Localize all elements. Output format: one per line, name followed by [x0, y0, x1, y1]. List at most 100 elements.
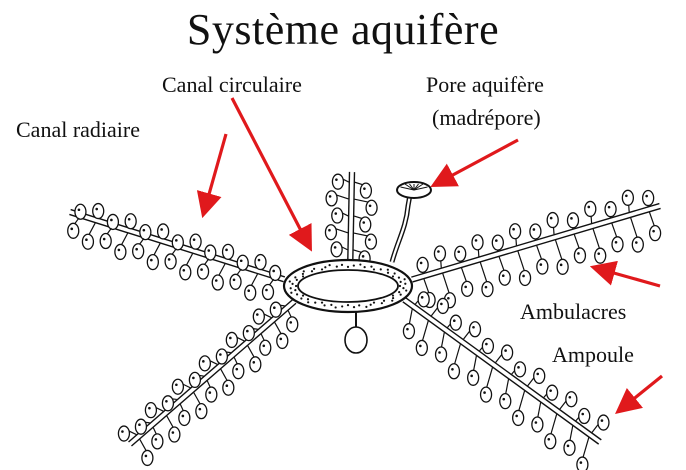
bulb-shade — [70, 228, 73, 231]
bulb-shade — [145, 455, 148, 458]
bulb-shade — [475, 239, 478, 242]
ampulla-bulb — [262, 285, 273, 300]
bulb-shade — [192, 377, 195, 380]
ampulla-bulb — [253, 309, 264, 324]
bulb-shade — [258, 259, 261, 262]
ampulla-bulb — [145, 403, 156, 418]
bulb-shade — [182, 415, 185, 418]
ring-stipple — [370, 266, 372, 268]
bulb-shade — [495, 239, 498, 242]
ampulla-bulb — [365, 234, 376, 249]
ring-stipple — [365, 306, 367, 308]
bulb-shade — [470, 375, 473, 378]
ampulla-bulb — [566, 392, 577, 407]
ring-stipple — [302, 294, 304, 296]
arrow-ambulacres — [596, 268, 660, 286]
bulb-shade — [447, 297, 450, 300]
radial-canal-upper-right — [411, 190, 660, 307]
ampulla-bulb — [436, 347, 447, 362]
tube-foot — [550, 414, 556, 436]
ampulla-bulb — [162, 396, 173, 411]
ring-stipple — [341, 264, 343, 266]
ring-stipple — [302, 273, 304, 275]
ampulla-bulb — [579, 409, 590, 424]
ampulla-bulb — [135, 419, 146, 434]
ampulla-bulb — [216, 349, 227, 364]
ring-stipple — [400, 294, 402, 296]
bulb-shade — [334, 212, 337, 215]
radial-canal-upper-left — [68, 204, 285, 301]
ampulla-bulb — [482, 282, 493, 297]
bulb-shade — [182, 269, 185, 272]
ring-stipple — [302, 275, 304, 277]
ampulla-bulb — [165, 254, 176, 269]
ring-stipple — [296, 279, 298, 281]
ampulla-bulb — [650, 226, 661, 241]
ring-stipple — [321, 268, 323, 270]
ring-stipple — [294, 276, 296, 278]
ampulla-bulb — [270, 265, 281, 280]
bulb-shade — [334, 246, 337, 249]
bulb-shade — [362, 221, 365, 224]
bulb-shade — [143, 229, 146, 232]
bulb-shade — [121, 430, 124, 433]
ampulla-bulb — [595, 248, 606, 263]
bulb-shade — [78, 208, 81, 211]
tube-foot — [631, 218, 638, 240]
bulb-shade — [135, 248, 138, 251]
ampulla-bulb — [437, 298, 448, 313]
bulb-shade — [625, 194, 628, 197]
ring-stipple — [358, 304, 360, 306]
ampulla-bulb — [513, 410, 524, 425]
ring-stipple — [394, 272, 396, 274]
ampulla-bulb — [169, 427, 180, 442]
bulb-shade — [485, 286, 488, 289]
ampulla-bulb — [118, 426, 129, 441]
bulb-shade — [464, 286, 467, 289]
bulb-shade — [437, 250, 440, 253]
pointer-arrows — [204, 98, 662, 410]
ampulla-bulb — [133, 244, 144, 259]
bulb-shade — [118, 249, 121, 252]
ring-stipple — [289, 280, 291, 282]
ring-stipple — [373, 268, 375, 270]
ampulla-bulb — [198, 264, 209, 279]
ampulla-bulb — [574, 248, 585, 263]
tube-foot — [556, 240, 563, 262]
bulb-shade — [549, 389, 552, 392]
bulb-shade — [406, 328, 409, 331]
ampulla-bulb — [537, 259, 548, 274]
ring-stipple — [364, 266, 366, 268]
ampulla-bulb — [75, 204, 86, 219]
ampulla-bulb — [468, 370, 479, 385]
bulb-shade — [567, 445, 570, 448]
ampulla-bulb — [205, 245, 216, 260]
bulb-shade — [200, 268, 203, 271]
bulb-shade — [420, 262, 423, 265]
ring-stipple — [402, 287, 404, 289]
arrow-ampoule — [620, 376, 662, 410]
ampulla-bulb — [530, 224, 541, 239]
arrow-pore-aquifere — [436, 140, 518, 184]
ring-stipple — [370, 304, 372, 306]
bulb-shade — [483, 391, 486, 394]
radial-canal-lower-left — [118, 299, 297, 465]
ring-stipple — [392, 297, 394, 299]
ampulla-bulb — [564, 440, 575, 455]
ampulla-bulb — [237, 255, 248, 270]
ampulla-bulb — [510, 224, 521, 239]
canal-edge — [403, 302, 599, 444]
ampulla-bulb — [360, 183, 371, 198]
bulb-shade — [652, 230, 655, 233]
tube-foot — [486, 368, 492, 390]
bulb-shade — [233, 279, 236, 282]
bulb-shade — [207, 249, 210, 252]
bulb-shade — [363, 187, 366, 190]
bulb-shade — [240, 259, 243, 262]
ampulla-bulb — [212, 275, 223, 290]
ampulla-bulb — [172, 235, 183, 250]
bulb-shade — [335, 178, 338, 181]
bulb-shade — [502, 398, 505, 401]
ampulla-bulb — [417, 257, 428, 272]
ring-stipple — [347, 304, 349, 306]
